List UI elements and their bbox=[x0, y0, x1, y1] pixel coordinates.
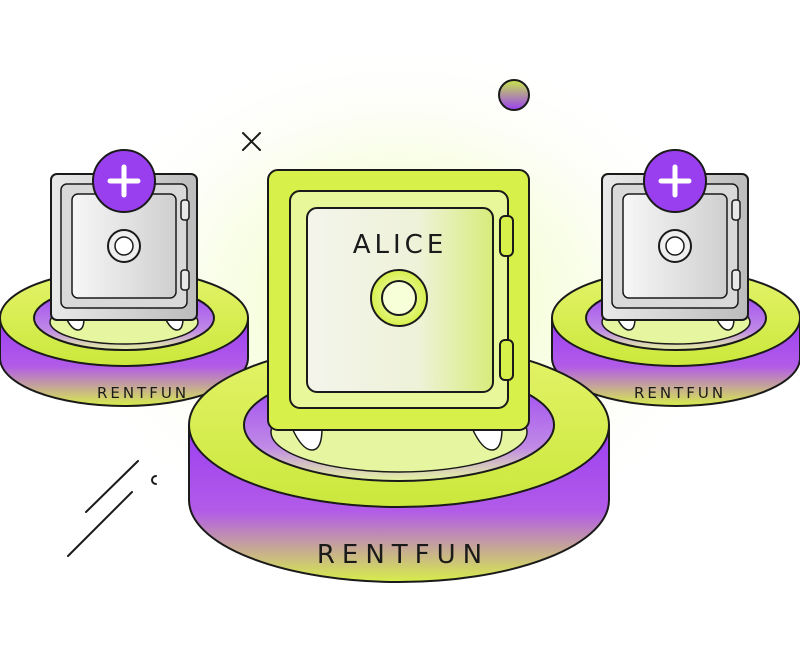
platform-label-right: RENTFUN bbox=[634, 384, 726, 402]
right-safe bbox=[601, 149, 749, 331]
speed-lines bbox=[67, 460, 157, 557]
safe-dial-icon bbox=[370, 269, 428, 327]
safe-dial-icon bbox=[107, 229, 141, 263]
floating-orb bbox=[498, 79, 530, 111]
safe-dial-icon bbox=[658, 229, 692, 263]
platform-label-left: RENTFUN bbox=[97, 384, 189, 402]
left-safe bbox=[50, 149, 198, 331]
plus-icon bbox=[107, 164, 141, 198]
center-safe: ALICE bbox=[267, 169, 530, 451]
close-icon bbox=[242, 132, 261, 151]
add-badge-right[interactable] bbox=[643, 149, 707, 213]
platform-label-center: RENTFUN bbox=[317, 540, 489, 570]
add-badge-left[interactable] bbox=[92, 149, 156, 213]
safe-owner-name: ALICE bbox=[353, 230, 448, 260]
plus-icon bbox=[658, 164, 692, 198]
